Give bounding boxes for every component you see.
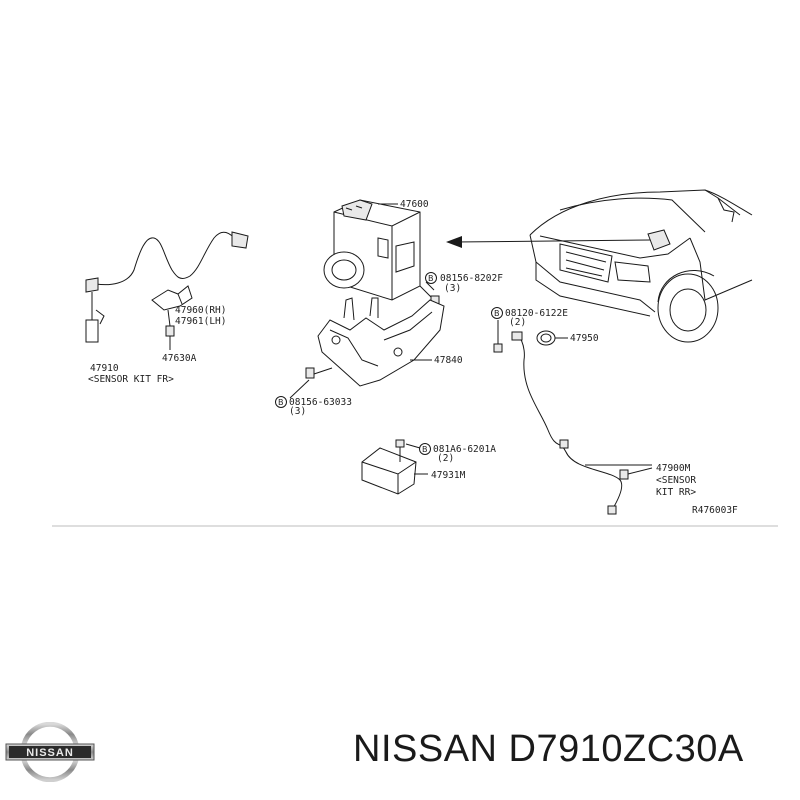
label-sensor-ring: 47950 bbox=[570, 333, 599, 344]
label-sensor-rear-desc2: KIT RR> bbox=[656, 487, 696, 498]
label-bolt-bracket-qty: (3) bbox=[289, 406, 306, 417]
label-abs-actuator: 47600 bbox=[400, 199, 429, 210]
label-bolt-module: 081A6-6201A bbox=[433, 444, 496, 455]
nissan-logo: NISSAN bbox=[5, 722, 95, 782]
label-diagram-code: R476003F bbox=[692, 505, 738, 516]
bolt-symbol-icon: B bbox=[494, 309, 500, 318]
label-bolt-top: 08156-8202F bbox=[440, 273, 503, 284]
vehicle-illustration bbox=[529, 189, 753, 343]
bolt-symbol-icon: B bbox=[422, 445, 428, 454]
bolt-bracket bbox=[275, 367, 333, 408]
label-sensor-rear: 47900M bbox=[656, 463, 691, 474]
sensor-bracket bbox=[151, 285, 193, 350]
control-module bbox=[361, 439, 431, 495]
abs-actuator bbox=[323, 199, 421, 301]
part-number-title: NISSAN D7910ZC30A bbox=[353, 728, 744, 770]
label-bracket-rh: 47960(RH) bbox=[175, 305, 226, 316]
label-bolt-top-qty: (3) bbox=[444, 283, 461, 294]
location-arrow bbox=[446, 236, 651, 248]
label-bolt-rear: 08120-6122E bbox=[505, 308, 568, 319]
bolt-symbol-icon: B bbox=[428, 274, 434, 283]
label-bolt-bracket: 08156-63033 bbox=[289, 397, 352, 408]
mounting-bracket bbox=[317, 297, 445, 387]
label-control-module: 47931M bbox=[431, 470, 466, 481]
label-bracket-lh: 47961(LH) bbox=[175, 316, 226, 327]
label-bolt-module-qty: (2) bbox=[437, 453, 454, 464]
label-sensor-rear-desc1: <SENSOR bbox=[656, 475, 696, 486]
bolt-symbol-icon: B bbox=[278, 398, 284, 407]
front-wheel-sensor bbox=[85, 231, 249, 343]
rear-wheel-sensor bbox=[491, 307, 653, 515]
label-clip: 47630A bbox=[162, 353, 197, 364]
label-bracket: 47840 bbox=[434, 355, 463, 366]
label-sensor-front: 47910 bbox=[90, 363, 119, 374]
nissan-logo-text: NISSAN bbox=[26, 747, 74, 759]
label-sensor-front-desc: <SENSOR KIT FR> bbox=[88, 374, 174, 385]
label-bolt-rear-qty: (2) bbox=[509, 317, 526, 328]
bolt-top bbox=[419, 272, 440, 305]
